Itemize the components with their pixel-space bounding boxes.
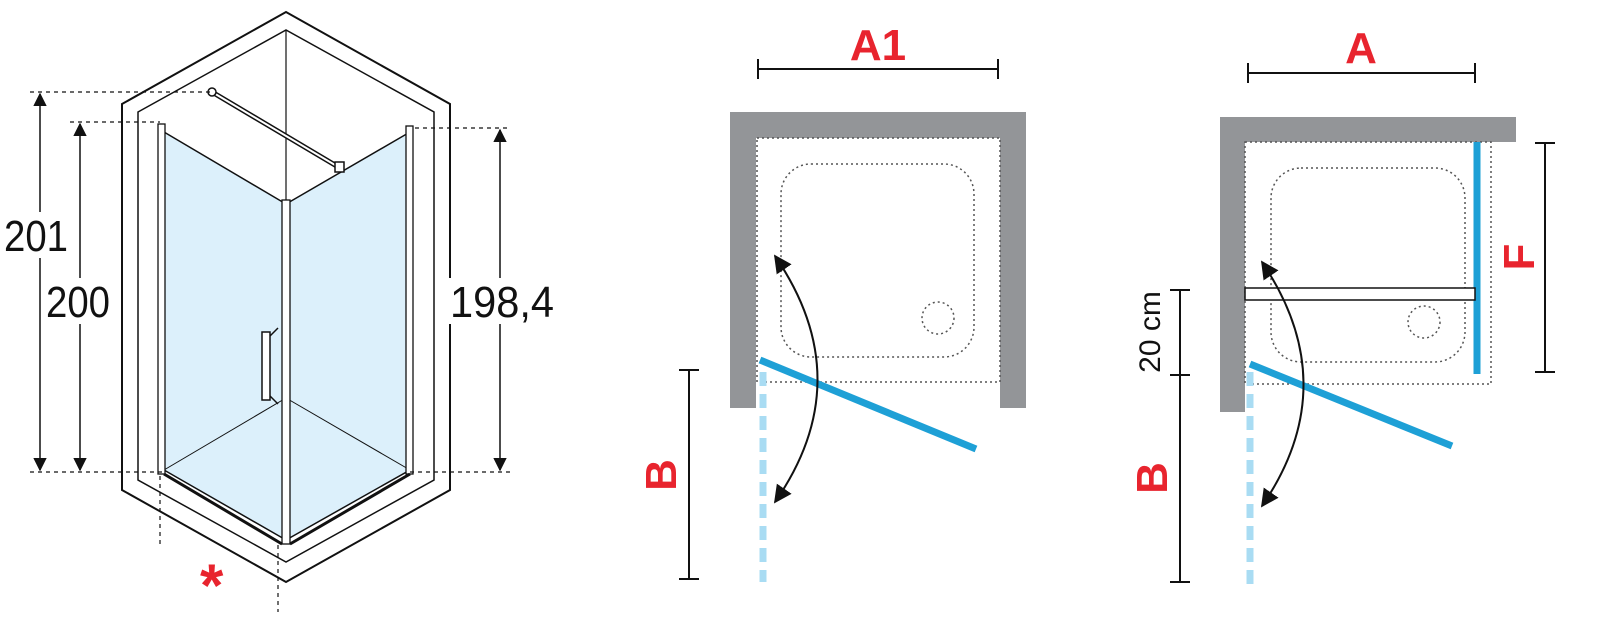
dim-panel-f [1535,142,1555,373]
left-wall-profile [157,123,166,475]
door-swing-arrow [773,254,819,504]
door-handle [261,327,279,405]
asterisk-note: * [200,552,224,619]
door-leaf-open-2 [1248,360,1454,450]
width-label-a: A [1345,24,1377,73]
dim-depth-b [679,369,699,580]
right-wall-profile [405,125,414,475]
side-glass-panel [285,130,411,542]
shower-tray-outline-2 [1244,141,1492,385]
door-leaf-open [758,356,978,453]
plan-view-door: A1 B [637,21,1026,582]
drain-icon-2 [1407,305,1441,339]
height-panel-label: 198,4 [450,278,554,327]
outer-wall-outline [121,10,451,584]
depth-label-b: B [637,459,686,491]
height-glass-label: 200 [46,278,110,327]
dim-depth-b-2 [1170,289,1190,583]
drain-icon [921,301,955,335]
offset-label-20cm: 20 cm [1134,291,1167,373]
center-post [281,199,291,545]
height-total-label: 201 [4,212,68,261]
plan-view-door-panel: A 20 cm B F [1128,24,1555,584]
panel-label-f: F [1495,244,1544,271]
depth-label-b-2: B [1128,462,1177,494]
stabilizer-bar-plan [1244,287,1476,301]
shower-tray-outline [756,137,1001,383]
perspective-view: 201 200 198,4 * [2,10,556,619]
dim-width-a1 [757,59,999,79]
door-swing-arrow-2 [1260,260,1305,508]
width-label-a1: A1 [850,21,906,70]
dim-width-a [1247,63,1476,83]
